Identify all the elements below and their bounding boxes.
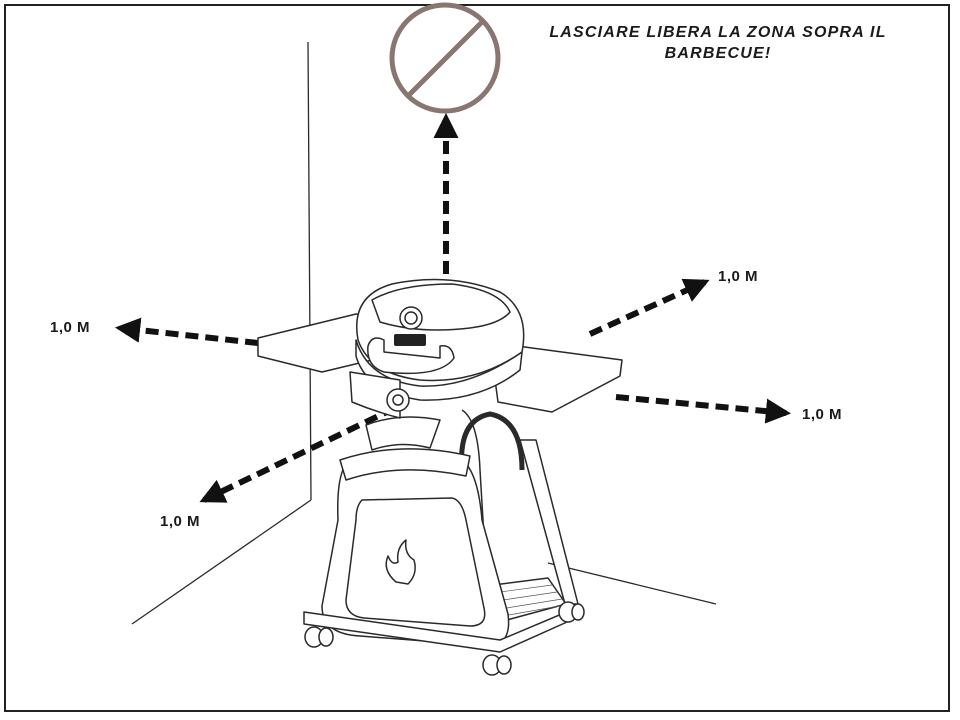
- right-side-shelf: [489, 341, 623, 413]
- side-handle: [459, 411, 525, 471]
- clearance-label-back-right: 1,0 M: [718, 268, 759, 285]
- clearance-arrows: [114, 112, 792, 503]
- arrow-left: [114, 317, 259, 346]
- clearance-label-front-left: 1,0 M: [160, 513, 201, 530]
- diagram-frame: [4, 4, 950, 712]
- control-panel: [349, 371, 401, 419]
- warning-text: LASCIARE LIBERA LA ZONA SOPRA IL BARBECU…: [518, 22, 918, 64]
- flame-logo: [385, 539, 416, 585]
- clearance-label-left: 1,0 M: [50, 319, 91, 336]
- heating-element: [365, 416, 441, 451]
- warning-line-2: BARBECUE!: [664, 45, 772, 62]
- grill-illustration: [257, 278, 623, 676]
- arrow-back-right: [588, 278, 710, 337]
- room-corner-lines: [131, 41, 717, 625]
- casters: [304, 601, 585, 676]
- arrow-front-right: [615, 394, 792, 424]
- clearance-label-front-right: 1,0 M: [802, 406, 843, 423]
- prohibited-icon: [389, 2, 501, 114]
- brand-badge: [394, 334, 426, 346]
- cart-top-ring: [339, 448, 471, 481]
- arrow-front-left: [199, 405, 397, 503]
- lid-handle: [367, 337, 455, 375]
- warning-line-1: LASCIARE LIBERA LA ZONA SOPRA IL: [549, 24, 887, 41]
- cart-front-inset: [345, 497, 486, 627]
